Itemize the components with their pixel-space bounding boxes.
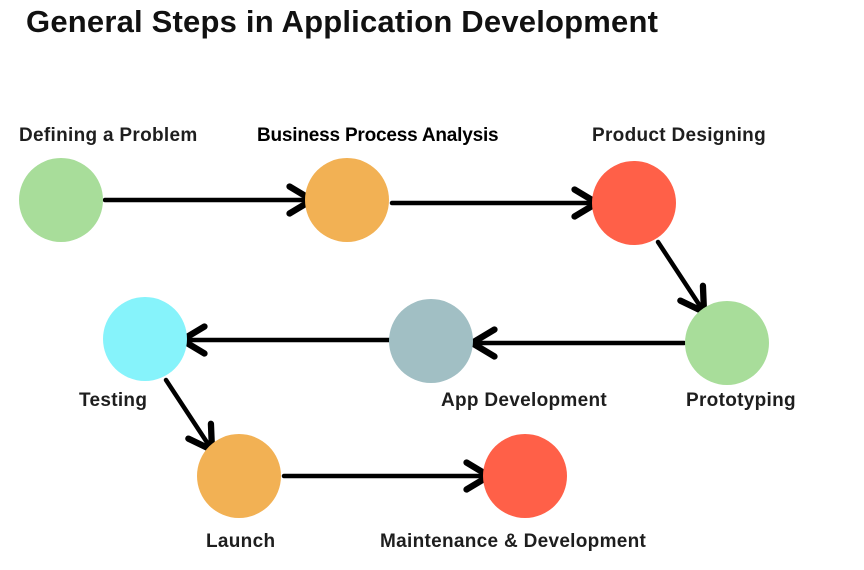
step-label-prototyping: Prototyping	[686, 390, 796, 411]
step-label-testing: Testing	[79, 390, 148, 411]
step-circle-maintenance-and-development	[483, 434, 567, 518]
step-circle-business-process-analysis	[305, 158, 389, 242]
arrow-designing-to-prototyping	[655, 239, 708, 316]
step-circle-product-designing	[592, 161, 676, 245]
step-circle-app-development	[389, 299, 473, 383]
arrow-testing-to-launch	[163, 377, 216, 454]
step-circle-defining-a-problem	[19, 158, 103, 242]
step-circle-launch	[197, 434, 281, 518]
step-label-maintenance-and-development: Maintenance & Development	[380, 531, 647, 552]
step-label-business-process-analysis: Business Process Analysis	[257, 125, 499, 146]
step-label-defining-a-problem: Defining a Problem	[19, 125, 198, 146]
step-label-app-development: App Development	[441, 390, 608, 411]
step-circle-prototyping	[685, 301, 769, 385]
step-label-launch: Launch	[206, 531, 276, 552]
step-circle-testing	[103, 297, 187, 381]
flow-arrows	[102, 183, 708, 493]
step-label-product-designing: Product Designing	[592, 125, 766, 146]
diagram-title: General Steps in Application Development	[26, 4, 659, 39]
